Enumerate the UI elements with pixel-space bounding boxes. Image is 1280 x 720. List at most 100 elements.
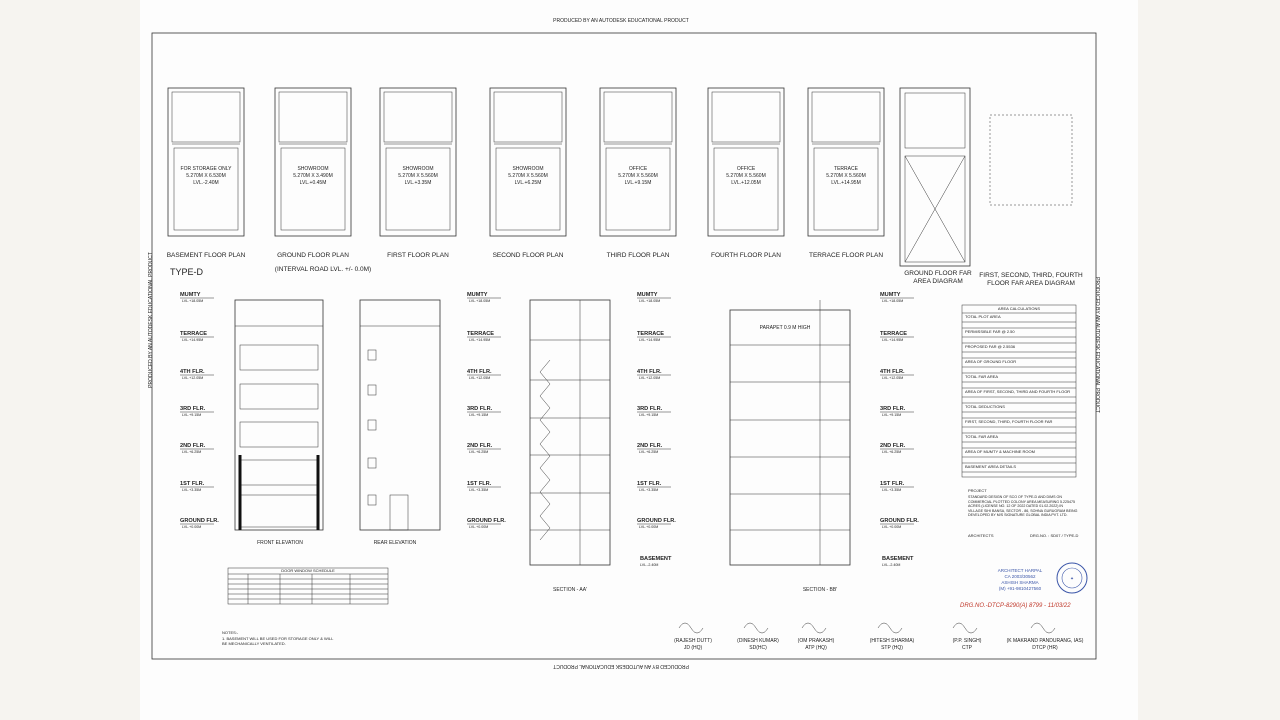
area-row-label: TOTAL FAR AREA bbox=[965, 374, 998, 379]
far-upper-caption-1: FIRST, SECOND, THIRD, FOURTH bbox=[979, 272, 1083, 279]
far-diagram-ground: GROUND FLOOR FAR AREA DIAGRAM bbox=[899, 87, 972, 285]
plan-room-name: OFFICE bbox=[737, 166, 756, 172]
plan-caption: FOURTH FLOOR PLAN bbox=[711, 252, 781, 259]
plan-room-size: 5.270M X 5.560M bbox=[508, 173, 547, 179]
plan-room-size: 5.270M X 5.560M bbox=[618, 173, 657, 179]
level-label: 3RD FLR. bbox=[467, 406, 493, 412]
level-value: LVL.+0.00M bbox=[639, 525, 658, 529]
level-value: LVL.+0.00M bbox=[882, 525, 901, 529]
level-marker: 2ND FLR.LVL.+6.25M bbox=[180, 443, 214, 454]
plan-room-level: LVL.+0.45M bbox=[300, 180, 327, 186]
level-value: LVL.+3.35M bbox=[882, 488, 901, 492]
signatory-name: (HITESH SHARMA) bbox=[870, 638, 915, 644]
drawing-sheet: PRODUCED BY AN AUTODESK EDUCATIONAL PROD… bbox=[140, 0, 1138, 720]
signature-scribble bbox=[1030, 622, 1056, 634]
note-line-1: 1. BASEMENT WILL BE USED FOR STORAGE ONL… bbox=[222, 636, 334, 641]
plan-room bbox=[173, 147, 239, 231]
level-value: LVL.+12.05M bbox=[182, 376, 203, 380]
basement-label-bb: BASEMENT bbox=[882, 556, 914, 562]
plan-room-size: 5.270M X 5.560M bbox=[826, 173, 865, 179]
level-value: LVL.+12.05M bbox=[882, 376, 903, 380]
level-value: LVL.+6.25M bbox=[469, 450, 488, 454]
plan-room-level: LVL.+3.35M bbox=[405, 180, 432, 186]
footer-note: PRODUCED BY AN AUTODESK EDUCATIONAL PROD… bbox=[553, 663, 689, 669]
plan-outline bbox=[379, 87, 457, 237]
note-line-2: BE MECHANICALLY VENTILATED. bbox=[222, 641, 286, 646]
level-value: LVL.+12.05M bbox=[639, 376, 660, 380]
level-label: 3RD FLR. bbox=[180, 406, 206, 412]
level-value: LVL.+18.05M bbox=[469, 299, 490, 303]
level-value: LVL.+3.35M bbox=[182, 488, 201, 492]
plan-caption: BASEMENT FLOOR PLAN bbox=[167, 252, 246, 259]
rear-elevation: REAR ELEVATION bbox=[359, 299, 441, 546]
level-value: LVL.+18.05M bbox=[639, 299, 660, 303]
type-label: TYPE-D bbox=[170, 267, 204, 277]
level-value: LVL.+18.05M bbox=[182, 299, 203, 303]
handwritten-note: DRG.NO.-DTCP-8290(A) 8799 - 11/03/22 bbox=[960, 603, 1071, 609]
level-label: GROUND FLR. bbox=[467, 518, 506, 524]
plan-caption: FIRST FLOOR PLAN bbox=[387, 252, 449, 259]
level-label: GROUND FLR. bbox=[637, 518, 676, 524]
level-marker: 2ND FLR.LVL.+6.25M bbox=[880, 443, 914, 454]
level-value: LVL.+6.25M bbox=[182, 450, 201, 454]
seal-mark: ✦ bbox=[1070, 576, 1074, 581]
schedule-title: DOOR WINDOW SCHEDULE bbox=[281, 568, 335, 573]
level-marker: 2ND FLR.LVL.+6.25M bbox=[637, 443, 671, 454]
level-label: 1ST FLR. bbox=[880, 481, 905, 487]
level-label: TERRACE bbox=[637, 331, 664, 337]
stamp-line: CA 2003/30562 bbox=[1004, 574, 1036, 579]
level-value: LVL.+14.95M bbox=[882, 338, 903, 342]
signatory-3: (HITESH SHARMA)STP (HQ) bbox=[870, 622, 915, 651]
basement-marker: BASEMENT LVL.-2.40M BASEMENT LVL.-2.40M bbox=[640, 556, 914, 567]
basement-value-bb: LVL.-2.40M bbox=[882, 563, 900, 567]
level-label: 2ND FLR. bbox=[180, 443, 206, 449]
plan-outline bbox=[707, 87, 785, 237]
level-label: TERRACE bbox=[880, 331, 907, 337]
notes-title: NOTES:- bbox=[222, 630, 239, 635]
signature-scribble bbox=[801, 622, 827, 634]
signatory-5: (K MAKRAND PANDURANG, IAS)DTCP (HR) bbox=[1007, 622, 1084, 651]
section-bb: PARAPET 0.9 M HIGH SECTION - BB' bbox=[729, 300, 851, 593]
header-note: PRODUCED BY AN AUTODESK EDUCATIONAL PROD… bbox=[553, 18, 689, 24]
level-marker: 4TH FLR.LVL.+12.05M bbox=[180, 369, 214, 380]
sheet-border bbox=[151, 32, 1097, 660]
plan-room-name: SHOWROOM bbox=[512, 166, 543, 172]
door-window-schedule: DOOR WINDOW SCHEDULE bbox=[227, 567, 389, 605]
level-value: LVL.+3.35M bbox=[639, 488, 658, 492]
level-marker: 3RD FLR.LVL.+9.15M bbox=[180, 406, 214, 417]
signatory-role: SD(HC) bbox=[749, 645, 767, 651]
plan-caption: GROUND FLOOR PLAN bbox=[277, 252, 349, 259]
plan-room bbox=[495, 147, 561, 231]
level-value: LVL.+3.35M bbox=[469, 488, 488, 492]
plan-stair-core bbox=[493, 91, 563, 143]
level-marker: GROUND FLR.LVL.+0.00M bbox=[637, 518, 676, 529]
level-label: 4TH FLR. bbox=[880, 369, 905, 375]
notes-block: NOTES:- 1. BASEMENT WILL BE USED FOR STO… bbox=[222, 630, 334, 646]
level-label: 3RD FLR. bbox=[880, 406, 906, 412]
level-value: LVL.+0.00M bbox=[182, 525, 201, 529]
plan-room-size: 5.270M X 6.530M bbox=[186, 173, 225, 179]
stamp-line: ASHISH SHARMA bbox=[1001, 580, 1038, 585]
section-bb-caption: SECTION - BB' bbox=[803, 587, 837, 593]
level-value: LVL.+14.95M bbox=[182, 338, 203, 342]
level-value: LVL.+9.15M bbox=[469, 413, 488, 417]
plan-caption: TERRACE FLOOR PLAN bbox=[809, 252, 883, 259]
plan-room bbox=[385, 147, 451, 231]
plan-stair-core bbox=[171, 91, 241, 143]
signatory-role: JD (HQ) bbox=[684, 645, 703, 651]
plan-room-level: LVL.+12.05M bbox=[731, 180, 761, 186]
area-row-label: FIRST, SECOND, THIRD, FOURTH FLOOR FAR bbox=[965, 419, 1053, 424]
level-value: LVL.+9.15M bbox=[882, 413, 901, 417]
signatory-role: DTCP (HR) bbox=[1032, 645, 1058, 651]
drawing-number: DRG.NO. : SD07 / TYPE-D bbox=[1030, 533, 1078, 538]
signatory-name: (RAJESH DUTT) bbox=[674, 638, 712, 644]
level-value: LVL.+0.00M bbox=[469, 525, 488, 529]
signatory-role: STP (HQ) bbox=[881, 645, 903, 651]
